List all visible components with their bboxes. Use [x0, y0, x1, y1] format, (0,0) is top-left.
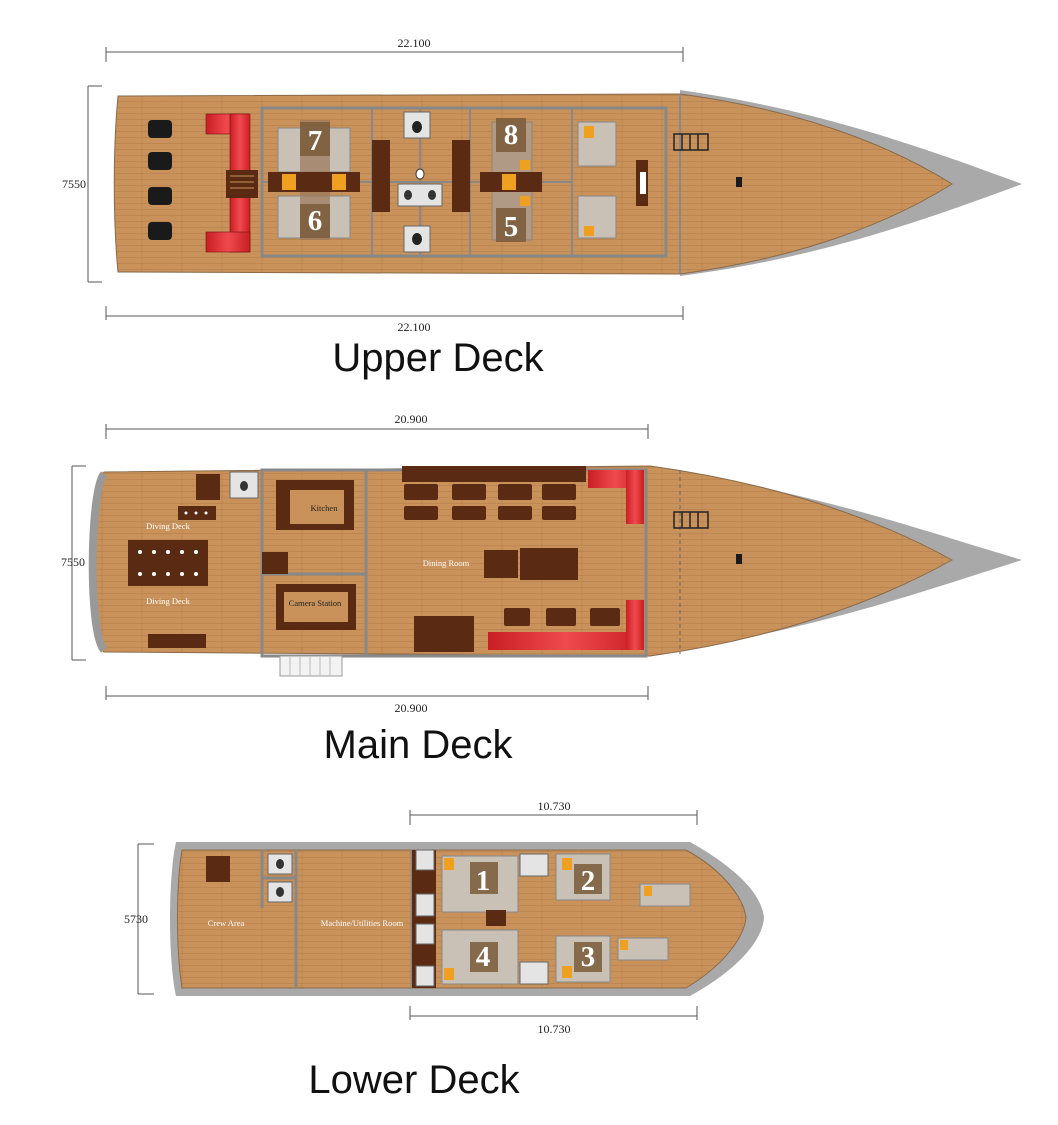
- boarding-ladder: [279, 655, 343, 677]
- upper-sun-loungers: [148, 120, 172, 240]
- main-deck-title: Main Deck: [324, 723, 514, 767]
- lower-cabin-furniture: [441, 853, 691, 985]
- lower-deck-title: Lower Deck: [308, 1058, 520, 1102]
- cabin-2-label: 2: [581, 865, 596, 897]
- cabin-6-label: 6: [308, 205, 323, 237]
- camera-station-label: Camera Station: [289, 598, 342, 608]
- upper-deck-length-top: [105, 47, 684, 62]
- kitchen-label: Kitchen: [311, 503, 339, 513]
- upper-hatch: [736, 177, 742, 187]
- upper-bow-ladder: [673, 133, 709, 151]
- main-beam-label: 7550: [61, 555, 85, 569]
- main-bow-ladder: [673, 511, 709, 529]
- dining-room-label: Dining Room: [423, 558, 470, 568]
- upper-deck-length-bottom: [105, 306, 684, 320]
- upper-length-bottom-label: 22.100: [398, 320, 431, 334]
- diving-deck-top-label: Diving Deck: [146, 521, 190, 531]
- lower-deck: 10.730 10.730 5730: [124, 799, 764, 1102]
- cabin-1-label: 1: [476, 865, 491, 897]
- upper-beam-label: 7550: [62, 177, 86, 191]
- lower-beam-label: 5730: [124, 912, 148, 926]
- crew-stairs: [206, 856, 230, 882]
- cabin-4-label: 4: [476, 941, 491, 973]
- crew-area-label: Crew Area: [208, 918, 245, 928]
- cabin-8-label: 8: [504, 119, 519, 151]
- cabin-5-label: 5: [504, 211, 519, 243]
- lower-length-top-label: 10.730: [538, 799, 571, 813]
- main-length-top-label: 20.900: [395, 412, 428, 426]
- upper-length-top-label: 22.100: [398, 36, 431, 50]
- main-dive-furniture: [128, 471, 259, 648]
- lower-cabin-numbers: [470, 862, 602, 972]
- upper-deck-beam: [87, 85, 102, 283]
- machine-room-label: Machine/Utilities Room: [321, 918, 404, 928]
- main-length-bottom-label: 20.900: [395, 701, 428, 715]
- upper-deck: 22.100 22.100 7550: [62, 36, 1022, 380]
- upper-stairs: [226, 170, 258, 198]
- dining-furniture: [402, 466, 644, 652]
- lower-length-bottom-label: 10.730: [538, 1022, 571, 1036]
- diving-deck-bottom-label: Diving Deck: [146, 596, 190, 606]
- cabin-3-label: 3: [581, 941, 596, 973]
- upper-deck-title: Upper Deck: [332, 336, 544, 380]
- main-deck: 20.900 20.900 7550 Diving Deck Diving De…: [61, 412, 1022, 767]
- cabin-7-label: 7: [308, 125, 323, 157]
